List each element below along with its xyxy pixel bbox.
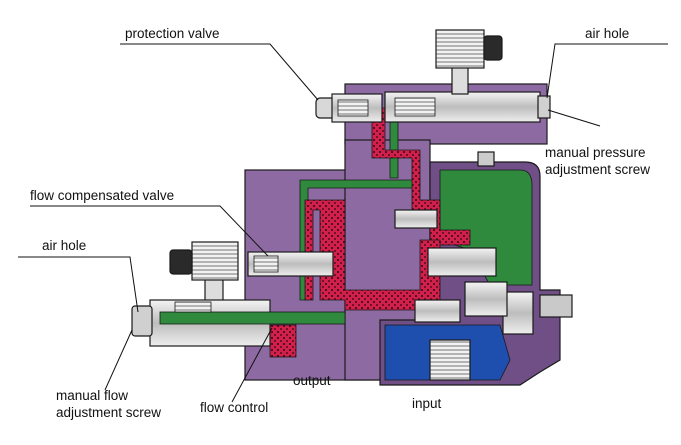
pump-internals bbox=[394, 151, 508, 381]
piston-rotor bbox=[427, 247, 497, 277]
pressure-adjust-screw bbox=[537, 95, 551, 119]
label-input: input bbox=[412, 396, 442, 411]
leader-manual-pressure bbox=[547, 109, 601, 127]
label-manual-pressure-2: adjustment screw bbox=[545, 162, 650, 177]
red-output-chamber bbox=[269, 324, 297, 358]
drive-shaft-end bbox=[539, 294, 573, 318]
red-pressure-network bbox=[364, 107, 471, 246]
input-spring bbox=[429, 339, 471, 381]
label-air-hole-left: air hole bbox=[42, 238, 86, 253]
swash-plate bbox=[464, 281, 508, 317]
label-manual-flow-2: adjustment screw bbox=[56, 405, 161, 420]
top-bolt bbox=[477, 151, 495, 167]
leader-flow-compensated bbox=[30, 205, 269, 257]
flow-solenoid-stem bbox=[204, 277, 224, 303]
leader-lines bbox=[18, 43, 668, 403]
label-protection-valve: protection valve bbox=[125, 26, 220, 41]
flow-solenoid-connector bbox=[169, 249, 193, 275]
flow-control-assembly bbox=[131, 241, 346, 347]
spring-upper bbox=[337, 99, 369, 117]
label-air-hole-top: air hole bbox=[585, 26, 629, 41]
flow-comp-spring bbox=[253, 255, 279, 273]
control-piston bbox=[414, 299, 461, 323]
label-output: output bbox=[293, 373, 331, 388]
callout-labels: protection valve air hole manual pressur… bbox=[30, 26, 650, 420]
protection-valve-assembly bbox=[315, 29, 551, 123]
label-flow-control: flow control bbox=[200, 400, 268, 415]
flow-valve-spool bbox=[394, 209, 438, 229]
label-manual-flow-1: manual flow bbox=[56, 388, 128, 403]
oil-passages bbox=[269, 107, 533, 381]
label-manual-pressure-1: manual pressure bbox=[545, 145, 646, 160]
green-upper-passage bbox=[389, 119, 399, 179]
leader-manual-flow bbox=[104, 329, 133, 391]
flow-spring-left bbox=[174, 301, 212, 313]
leader-flow-control bbox=[231, 327, 273, 403]
flow-solenoid-coil bbox=[191, 241, 239, 281]
flow-spool-green bbox=[159, 311, 346, 325]
pressure-spring bbox=[394, 97, 436, 117]
solenoid-coil-top bbox=[435, 29, 485, 69]
manual-flow-screw bbox=[131, 305, 153, 337]
leader-air-hole-left bbox=[18, 256, 139, 313]
leader-air-hole-top bbox=[546, 43, 668, 99]
solenoid-connector-top bbox=[483, 35, 503, 61]
leader-protection-valve bbox=[120, 43, 319, 101]
label-flow-compensated-valve: flow compensated valve bbox=[30, 188, 174, 203]
